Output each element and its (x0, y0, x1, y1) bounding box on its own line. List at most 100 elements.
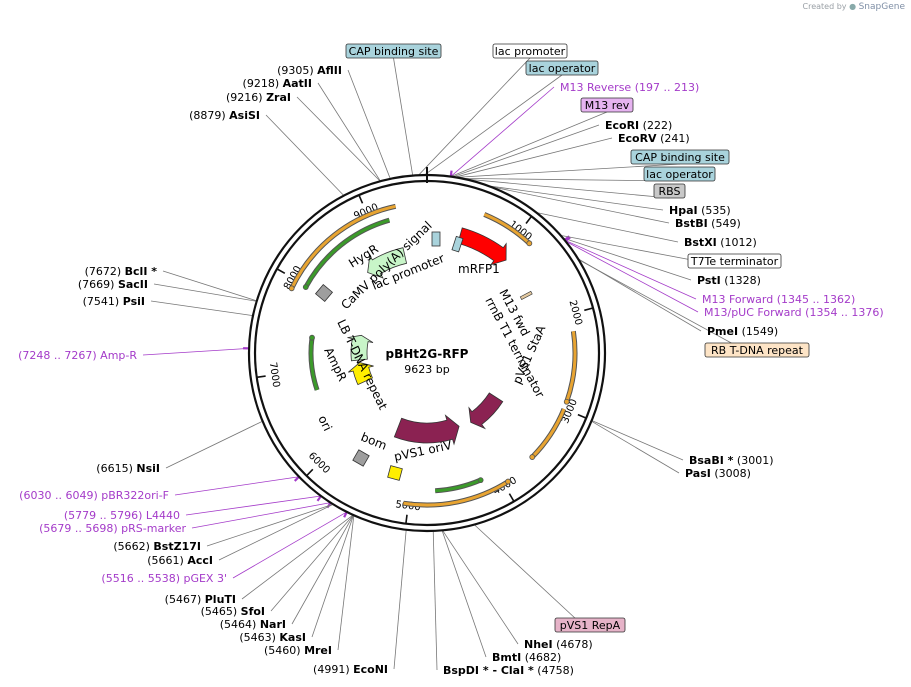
site-name: SfoI (241, 605, 265, 618)
site-name: (7248 .. 7267) Amp-R (18, 349, 137, 362)
feature-box (345, 43, 442, 59)
feature-arrow (348, 362, 374, 386)
site-position: (4678) (553, 638, 593, 651)
site-position: (222) (639, 119, 672, 132)
tick-mark (358, 194, 364, 204)
bom-mark (352, 449, 370, 467)
plasmid-backbone (247, 167, 607, 533)
site-name: EcoRI (605, 119, 639, 132)
site-label: (9216) ZraI (226, 91, 291, 104)
leader-line (487, 185, 664, 211)
site-name: MreI (304, 644, 332, 657)
site-position: (4758) (534, 664, 574, 677)
tick-label: 2000 (567, 299, 584, 326)
leader-line (165, 420, 263, 469)
feature-box (580, 97, 634, 113)
leader-line (432, 530, 438, 671)
leader-line (450, 86, 555, 177)
site-label: PstI (1328) (697, 274, 761, 287)
leader-line (270, 514, 354, 612)
leader-line (591, 420, 680, 474)
site-position: (9218) (243, 77, 283, 90)
site-position: (4991) (313, 663, 353, 676)
site-name: AccI (187, 554, 213, 567)
tick-mark (305, 468, 314, 477)
plasmid-length: 9623 bp (404, 363, 449, 376)
site-name: BsaBI * (689, 454, 734, 467)
site-label: HpaI (535) (669, 204, 731, 217)
site-name: SacII (118, 278, 148, 291)
site-name: (5516 .. 5538) pGEX 3' (101, 572, 227, 585)
site-name: EcoRV (618, 132, 657, 145)
leader-line (150, 300, 254, 317)
tick-mark (405, 514, 408, 524)
site-name: AatII (283, 77, 312, 90)
orf-arrow (565, 331, 577, 403)
site-label: (6615) NsiI (96, 462, 160, 475)
leader-line (191, 502, 331, 529)
site-name: M13/pUC Forward (704, 306, 802, 319)
feature-box-label: lac operator (646, 168, 713, 181)
leader-line (418, 57, 531, 176)
feature-box-label: RBS (659, 185, 681, 198)
orf-arrow-head (288, 285, 295, 292)
site-label: (6030 .. 6049) pBR322ori-F (19, 489, 169, 502)
feature-box-label: pVS1 RepA (560, 619, 621, 632)
site-label: (7541) PsiI (83, 295, 145, 308)
site-name: PstI (697, 274, 721, 287)
leader-line (162, 270, 257, 302)
site-label: EcoRI (222) (605, 119, 672, 132)
site-name: AsiSI (229, 109, 260, 122)
site-label: (9305) AflII (277, 64, 342, 77)
site-position: (5463) (239, 631, 279, 644)
feature-box (687, 253, 782, 269)
leader-line (311, 515, 354, 638)
feature-box (554, 617, 626, 633)
site-label: BsaBI * (3001) (689, 454, 774, 467)
site-label: (8879) AsiSI (189, 109, 260, 122)
orf-arrow-head (526, 240, 533, 247)
site-label: (5779 .. 5796) L4440 (64, 509, 180, 522)
orf-arrow-head (505, 478, 511, 485)
site-position: (9305) (277, 64, 317, 77)
site-position: (3001) (733, 454, 773, 467)
leader-line (142, 347, 250, 356)
site-name: PsiI (123, 295, 145, 308)
site-name: M13 Forward (702, 293, 773, 306)
feature-arrow (393, 414, 460, 446)
leader-line (489, 185, 670, 224)
orf-arrow (290, 204, 396, 289)
site-name: (5779 .. 5796) L4440 (64, 509, 180, 522)
snapgene-brand-text: SnapGene (858, 2, 905, 12)
orf-arrow-head (563, 398, 570, 405)
feature-box (653, 183, 686, 199)
site-name: (5679 .. 5698) pRS-marker (39, 522, 186, 535)
plasmid-name: pBHt2G-RFP (386, 347, 469, 361)
site-label: (5464) NarI (220, 618, 286, 631)
site-position: (1354 .. 1376) (802, 306, 884, 319)
site-label: (5662) BstZ17I (113, 540, 201, 553)
feature-arrow (457, 227, 507, 266)
polya-mark (314, 283, 334, 303)
orf-arrows (288, 203, 578, 508)
feature-label: bom (359, 430, 389, 453)
site-position: (535) (698, 204, 731, 217)
feature-label: mRFP1 (458, 262, 500, 276)
site-label: PasI (3008) (685, 467, 751, 480)
site-label: PmeI (1549) (707, 325, 778, 338)
site-label: (7248 .. 7267) Amp-R (18, 349, 137, 362)
site-name: PluTI (205, 593, 236, 606)
leader-line (337, 515, 355, 651)
orf-arrow-head (529, 454, 536, 460)
leader-line (536, 212, 679, 243)
site-name: PasI (685, 467, 711, 480)
leader-line (441, 530, 487, 658)
site-label: BstXI (1012) (684, 236, 757, 249)
site-name: BclI * (125, 265, 158, 278)
lac-operator-mark (451, 235, 464, 253)
site-name: EcoNI (353, 663, 388, 676)
feature-label: AmpR (321, 345, 349, 383)
leader-line (591, 420, 684, 461)
